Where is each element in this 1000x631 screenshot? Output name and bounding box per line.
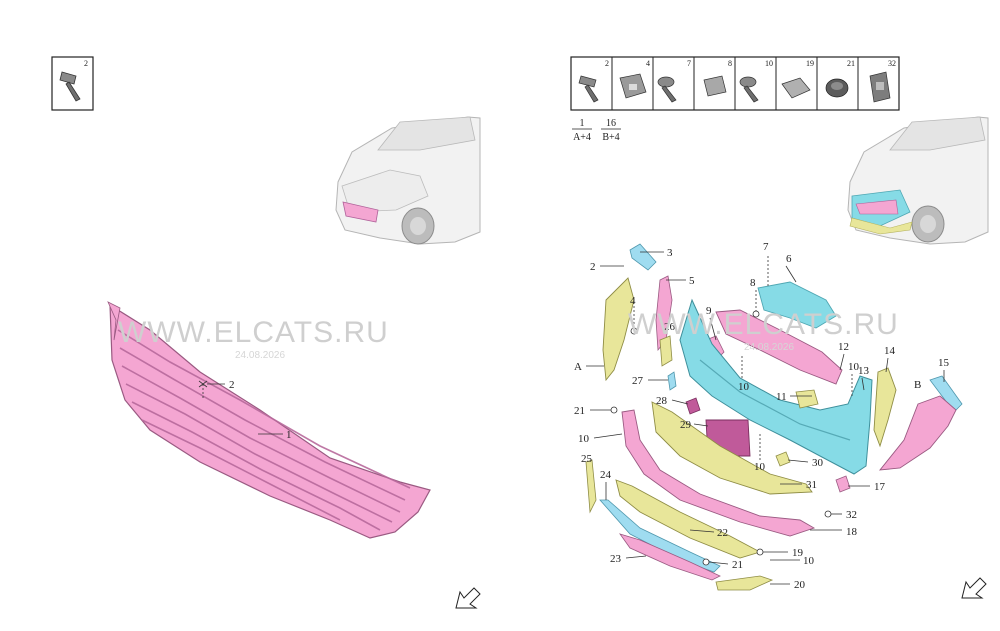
left-panel: 2 <box>51 56 481 609</box>
screw-icon <box>739 76 759 103</box>
screw-icon <box>657 76 677 103</box>
callout-8: 8 <box>750 277 756 289</box>
callout-14: 14 <box>884 345 896 357</box>
callout-12: 12 <box>838 341 849 353</box>
callout-10c: 10 <box>578 433 590 445</box>
car-thumbnail-right <box>847 116 989 245</box>
watermark-left: WWW.ELCATS.RU 24.08.2026 <box>118 316 389 361</box>
callout-10e: 10 <box>803 555 815 567</box>
callout-3: 3 <box>667 247 673 259</box>
callout-10d: 10 <box>754 461 766 473</box>
callout-18: 18 <box>846 526 858 538</box>
hardware-number-19: 19 <box>806 59 814 68</box>
hardware-number-7: 7 <box>687 59 691 68</box>
callout-10a: 10 <box>738 381 750 393</box>
callout-24: 24 <box>600 469 612 481</box>
hardware-number-32: 32 <box>888 59 896 68</box>
callout-31: 31 <box>806 479 817 491</box>
right-panel: 2 4 7 8 10 19 21 32 <box>570 56 989 599</box>
front-direction-arrow-icon-right <box>961 577 987 599</box>
callout-15: 15 <box>938 357 950 369</box>
bolt-icon <box>578 75 599 103</box>
radiator-grille <box>107 301 431 539</box>
right-hardware-strip: 2 4 7 8 10 19 21 32 <box>570 56 900 111</box>
quantity-2-top: 16 <box>606 118 616 129</box>
car-thumbnail-left <box>335 116 481 245</box>
left-hardware-number-2: 2 <box>84 59 88 68</box>
exploded-bumper-parts <box>585 243 963 591</box>
callout-13: 13 <box>858 365 870 377</box>
hardware-number-4: 4 <box>646 59 650 68</box>
callout-4: 4 <box>630 295 636 307</box>
clip-icon <box>781 77 811 99</box>
callout-9: 9 <box>706 305 712 317</box>
callout-28: 28 <box>656 395 668 407</box>
watermark-text-left: WWW.ELCATS.RU <box>118 316 389 349</box>
callout-1: 1 <box>286 429 292 441</box>
callout-21a: 21 <box>574 405 585 417</box>
quantity-1-top: 1 <box>580 118 585 129</box>
callout-20: 20 <box>794 579 806 591</box>
callout-29: 29 <box>680 419 692 431</box>
quantity-notes: 1 A+4 16 B+4 <box>572 118 621 143</box>
front-direction-arrow-icon-left <box>455 587 481 609</box>
callout-26: 26 <box>664 321 676 333</box>
watermark-text-right: WWW.ELCATS.RU <box>628 308 899 341</box>
callout-5: 5 <box>689 275 695 287</box>
callout-21b: 21 <box>732 559 743 571</box>
watermark-date-left: 24.08.2026 <box>235 350 285 361</box>
callout-10b: 10 <box>848 361 860 373</box>
callout-23: 23 <box>610 553 622 565</box>
callout-32: 32 <box>846 509 857 521</box>
hardware-number-8: 8 <box>728 59 732 68</box>
right-callouts: 2 3 4 5 6 7 8 9 10 10 10 10 10 <box>574 241 950 591</box>
callout-17: 17 <box>874 481 886 493</box>
left-callouts: 2 1 <box>198 379 292 441</box>
callout-2: 2 <box>229 379 235 391</box>
callout-22: 22 <box>717 527 728 539</box>
callout-27: 27 <box>632 375 644 387</box>
watermark-date-right: 24.08.2026 <box>744 342 794 353</box>
left-hardware-box: 2 <box>51 56 94 111</box>
quantity-2-bottom: B+4 <box>602 132 619 143</box>
callout-25: 25 <box>581 453 593 465</box>
callout-2: 2 <box>590 261 596 273</box>
callout-6: 6 <box>786 253 792 265</box>
quantity-1-bottom: A+4 <box>573 132 591 143</box>
callout-30: 30 <box>812 457 824 469</box>
hardware-number-10: 10 <box>765 59 773 68</box>
pad-icon <box>703 75 727 97</box>
callout-19: 19 <box>792 547 804 559</box>
hardware-number-21: 21 <box>847 59 855 68</box>
bracket-icon <box>869 71 891 103</box>
hardware-number-2: 2 <box>605 59 609 68</box>
callout-11: 11 <box>776 391 787 403</box>
callout-7: 7 <box>763 241 769 253</box>
callout-B: B <box>914 379 921 391</box>
nut-icon <box>825 78 849 98</box>
callout-A: A <box>574 361 582 373</box>
clip-icon <box>619 73 647 99</box>
watermark-right: WWW.ELCATS.RU 24.08.2026 <box>628 308 899 353</box>
bolt-icon <box>59 71 81 102</box>
